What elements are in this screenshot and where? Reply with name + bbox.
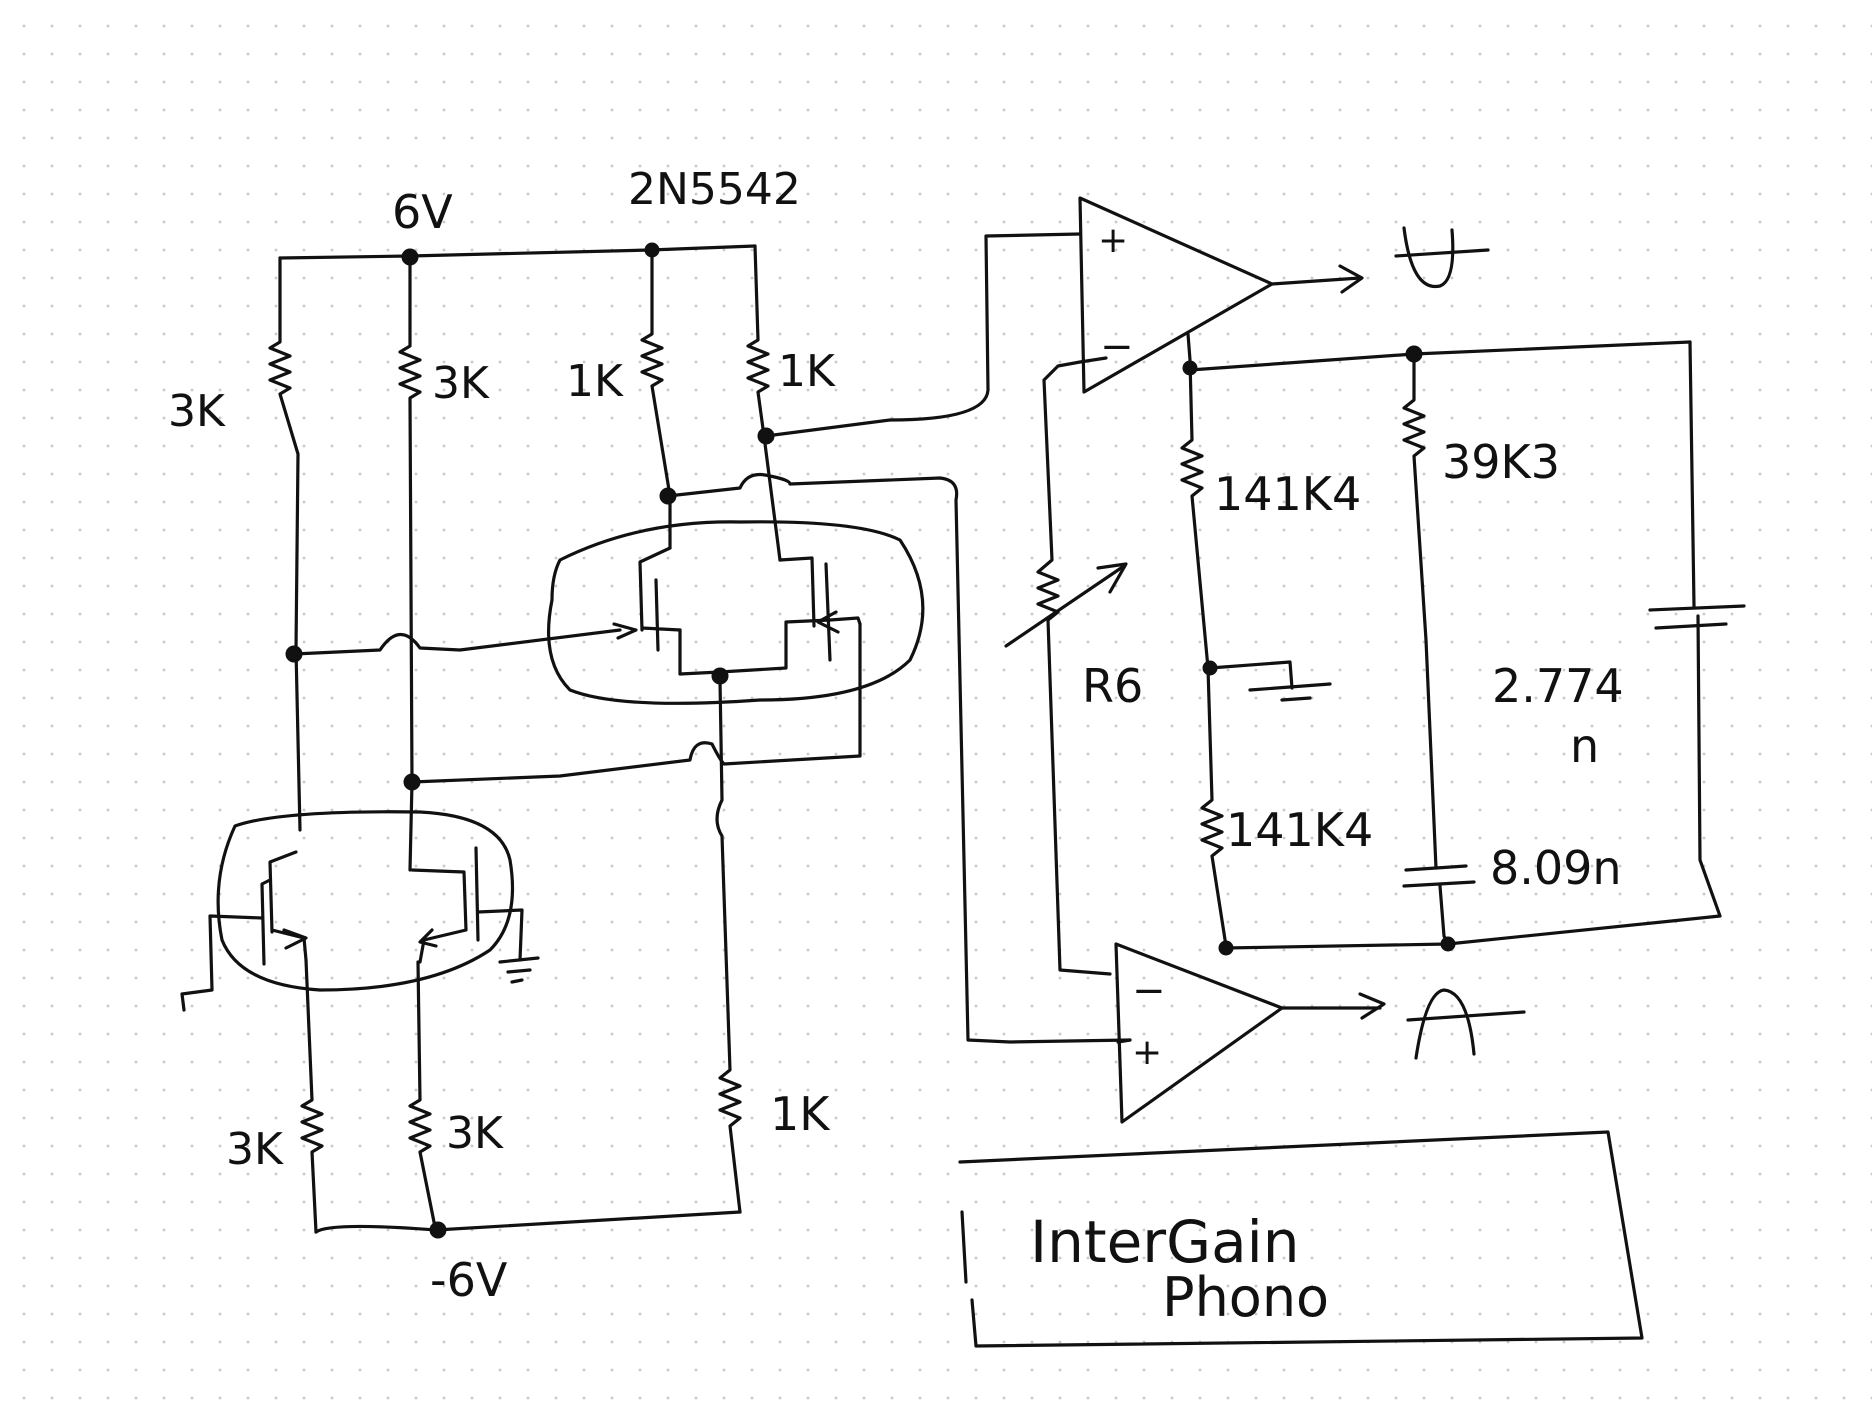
label-part-number: 2N5542 [628, 164, 801, 215]
upper-opamp-triangle [1078, 196, 1274, 394]
capacitor-lower-lead [1438, 884, 1450, 946]
label-r-bot-mid: 3K [446, 1108, 504, 1159]
upper-opamp-minus-wire [1036, 356, 1112, 976]
ground-symbol-icon [1208, 660, 1332, 702]
collector-2-to-opamp-wire [764, 232, 1082, 438]
lower-output-sine-icon [1406, 988, 1526, 1060]
feedback-bottom-wire [1224, 614, 1722, 950]
label-r-top-mid: 3K [432, 358, 490, 409]
second-column-wire [398, 256, 422, 872]
lower-transistor-pair [180, 810, 540, 1012]
bottom-rail-wire [314, 1210, 742, 1234]
lower-opamp: − + [1114, 942, 1526, 1124]
upper-transistor-pair [546, 232, 1132, 1044]
label-r-39k3: 39K3 [1442, 435, 1560, 489]
bottom-right-resistor-wire [715, 678, 742, 1214]
label-r-top-left: 3K [168, 386, 226, 437]
title-block: InterGain Phono [958, 1130, 1644, 1348]
lower-jfet-right-gate [476, 908, 540, 984]
label-r-fb-upper: 141K4 [1214, 467, 1361, 521]
upper-jfet-left [638, 546, 682, 652]
label-cap-lower: 8.09n [1490, 841, 1622, 895]
upper-jfet-right-gate [828, 616, 862, 626]
capacitor-upper-lead [1688, 340, 1696, 608]
label-cap-upper-unit: n [1570, 719, 1599, 773]
feedback-divider-wire [1180, 332, 1228, 948]
lower-pair-enclosure [216, 810, 515, 992]
left-network [268, 242, 862, 1239]
label-r6: R6 [1082, 659, 1143, 713]
upper-jfet-left-arrow [612, 622, 638, 640]
label-cap-upper-value: 2.774 [1492, 659, 1624, 713]
lower-opamp-minus: − [1132, 968, 1166, 1014]
label-r-c2: 1K [778, 346, 836, 397]
left-column-wire [268, 256, 302, 832]
bridge-wire [410, 622, 862, 784]
lower-jfet-right-arrow [418, 928, 438, 948]
label-r-c1: 1K [566, 356, 624, 407]
node-minus-6v [429, 1221, 447, 1239]
resistor-39k3-wire [1402, 352, 1438, 870]
upper-jfet-right-arrow [816, 610, 840, 634]
lower-opamp-plus-wire [1116, 1038, 1132, 1044]
upper-pair-enclosure [546, 520, 925, 705]
label-minus-6v: -6V [430, 1253, 508, 1307]
upper-pair-common-wire [678, 618, 832, 676]
capacitor-lower-plates [1402, 864, 1476, 888]
variable-resistor-arrowhead [1096, 562, 1128, 594]
upper-jfet-right [778, 556, 832, 662]
lower-opamp-triangle [1114, 942, 1284, 1124]
bottom-mid-resistor-wire [408, 960, 438, 1234]
title-line-2: Phono [1162, 1266, 1329, 1329]
feedback-top-wire [1188, 340, 1692, 372]
upper-opamp: + − [1004, 196, 1490, 976]
lower-output-arrow [1358, 992, 1386, 1020]
crossover-wire [292, 628, 622, 656]
label-r-bot-left: 3K [226, 1124, 284, 1175]
label-r-fb-lower: 141K4 [1226, 803, 1373, 857]
collector-resistor-1-wire [640, 248, 672, 550]
component-labels: 6V 2N5542 3K 3K 1K 1K 3K 3K 1K -6V 141K4… [168, 164, 1624, 1307]
feedback-network [1180, 332, 1746, 956]
variable-resistor-arrow [1004, 564, 1126, 648]
upper-output-arrow [1338, 264, 1364, 294]
title-block-border [958, 1130, 1644, 1348]
lower-jfet-left-arrow [282, 928, 308, 950]
label-r-bot-right: 1K [770, 1087, 831, 1141]
lower-jfet-left [260, 850, 308, 966]
title-line-1: InterGain [1030, 1208, 1300, 1276]
upper-opamp-plus: + [1098, 220, 1128, 261]
lower-jfet-left-gate [180, 914, 264, 1012]
lower-opamp-plus: + [1132, 1032, 1162, 1073]
capacitor-upper-plates [1648, 604, 1746, 630]
upper-opamp-output-wire [1270, 276, 1362, 286]
label-6v: 6V [392, 185, 453, 239]
upper-opamp-minus: − [1100, 324, 1134, 370]
collector-1-to-opamp-wire [666, 472, 1132, 1044]
bottom-left-resistor-wire [300, 958, 324, 1234]
upper-output-sine-icon [1394, 226, 1490, 289]
collector-resistor-2-wire [746, 244, 782, 562]
positive-rail-wire [278, 244, 757, 260]
node-divider-top [1182, 360, 1198, 376]
lower-jfet-right [410, 846, 480, 964]
